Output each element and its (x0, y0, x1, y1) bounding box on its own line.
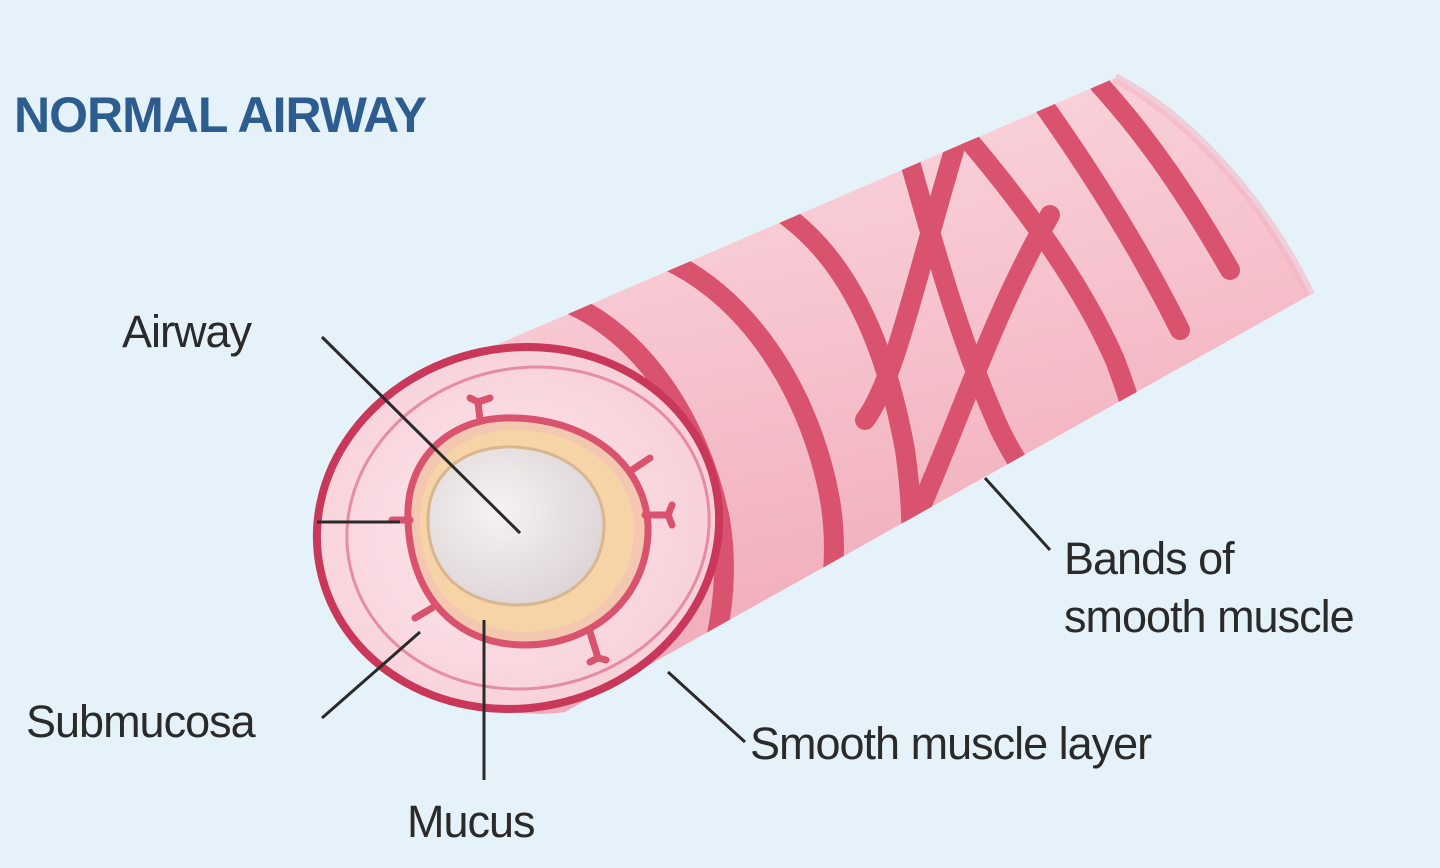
smooth-muscle-layer-label: Smooth muscle layer (750, 718, 1152, 769)
diagram-title: NORMAL AIRWAY (14, 87, 427, 143)
mucus-label: Mucus (407, 796, 536, 847)
bands-of-smooth-muscle-label: Bands of smooth muscle (1064, 533, 1355, 642)
airway-lumen (426, 445, 606, 607)
airway-leader-line (320, 335, 522, 535)
submucosa-label: Submucosa (26, 696, 256, 747)
leader-lines (317, 335, 1052, 780)
smooth-muscle-bands (550, 78, 1240, 700)
smooth-layer-leader-line (666, 670, 747, 744)
bands-leader-line (983, 476, 1052, 552)
airway-label: Airway (122, 306, 252, 357)
submucosa-leader-line (321, 630, 421, 720)
